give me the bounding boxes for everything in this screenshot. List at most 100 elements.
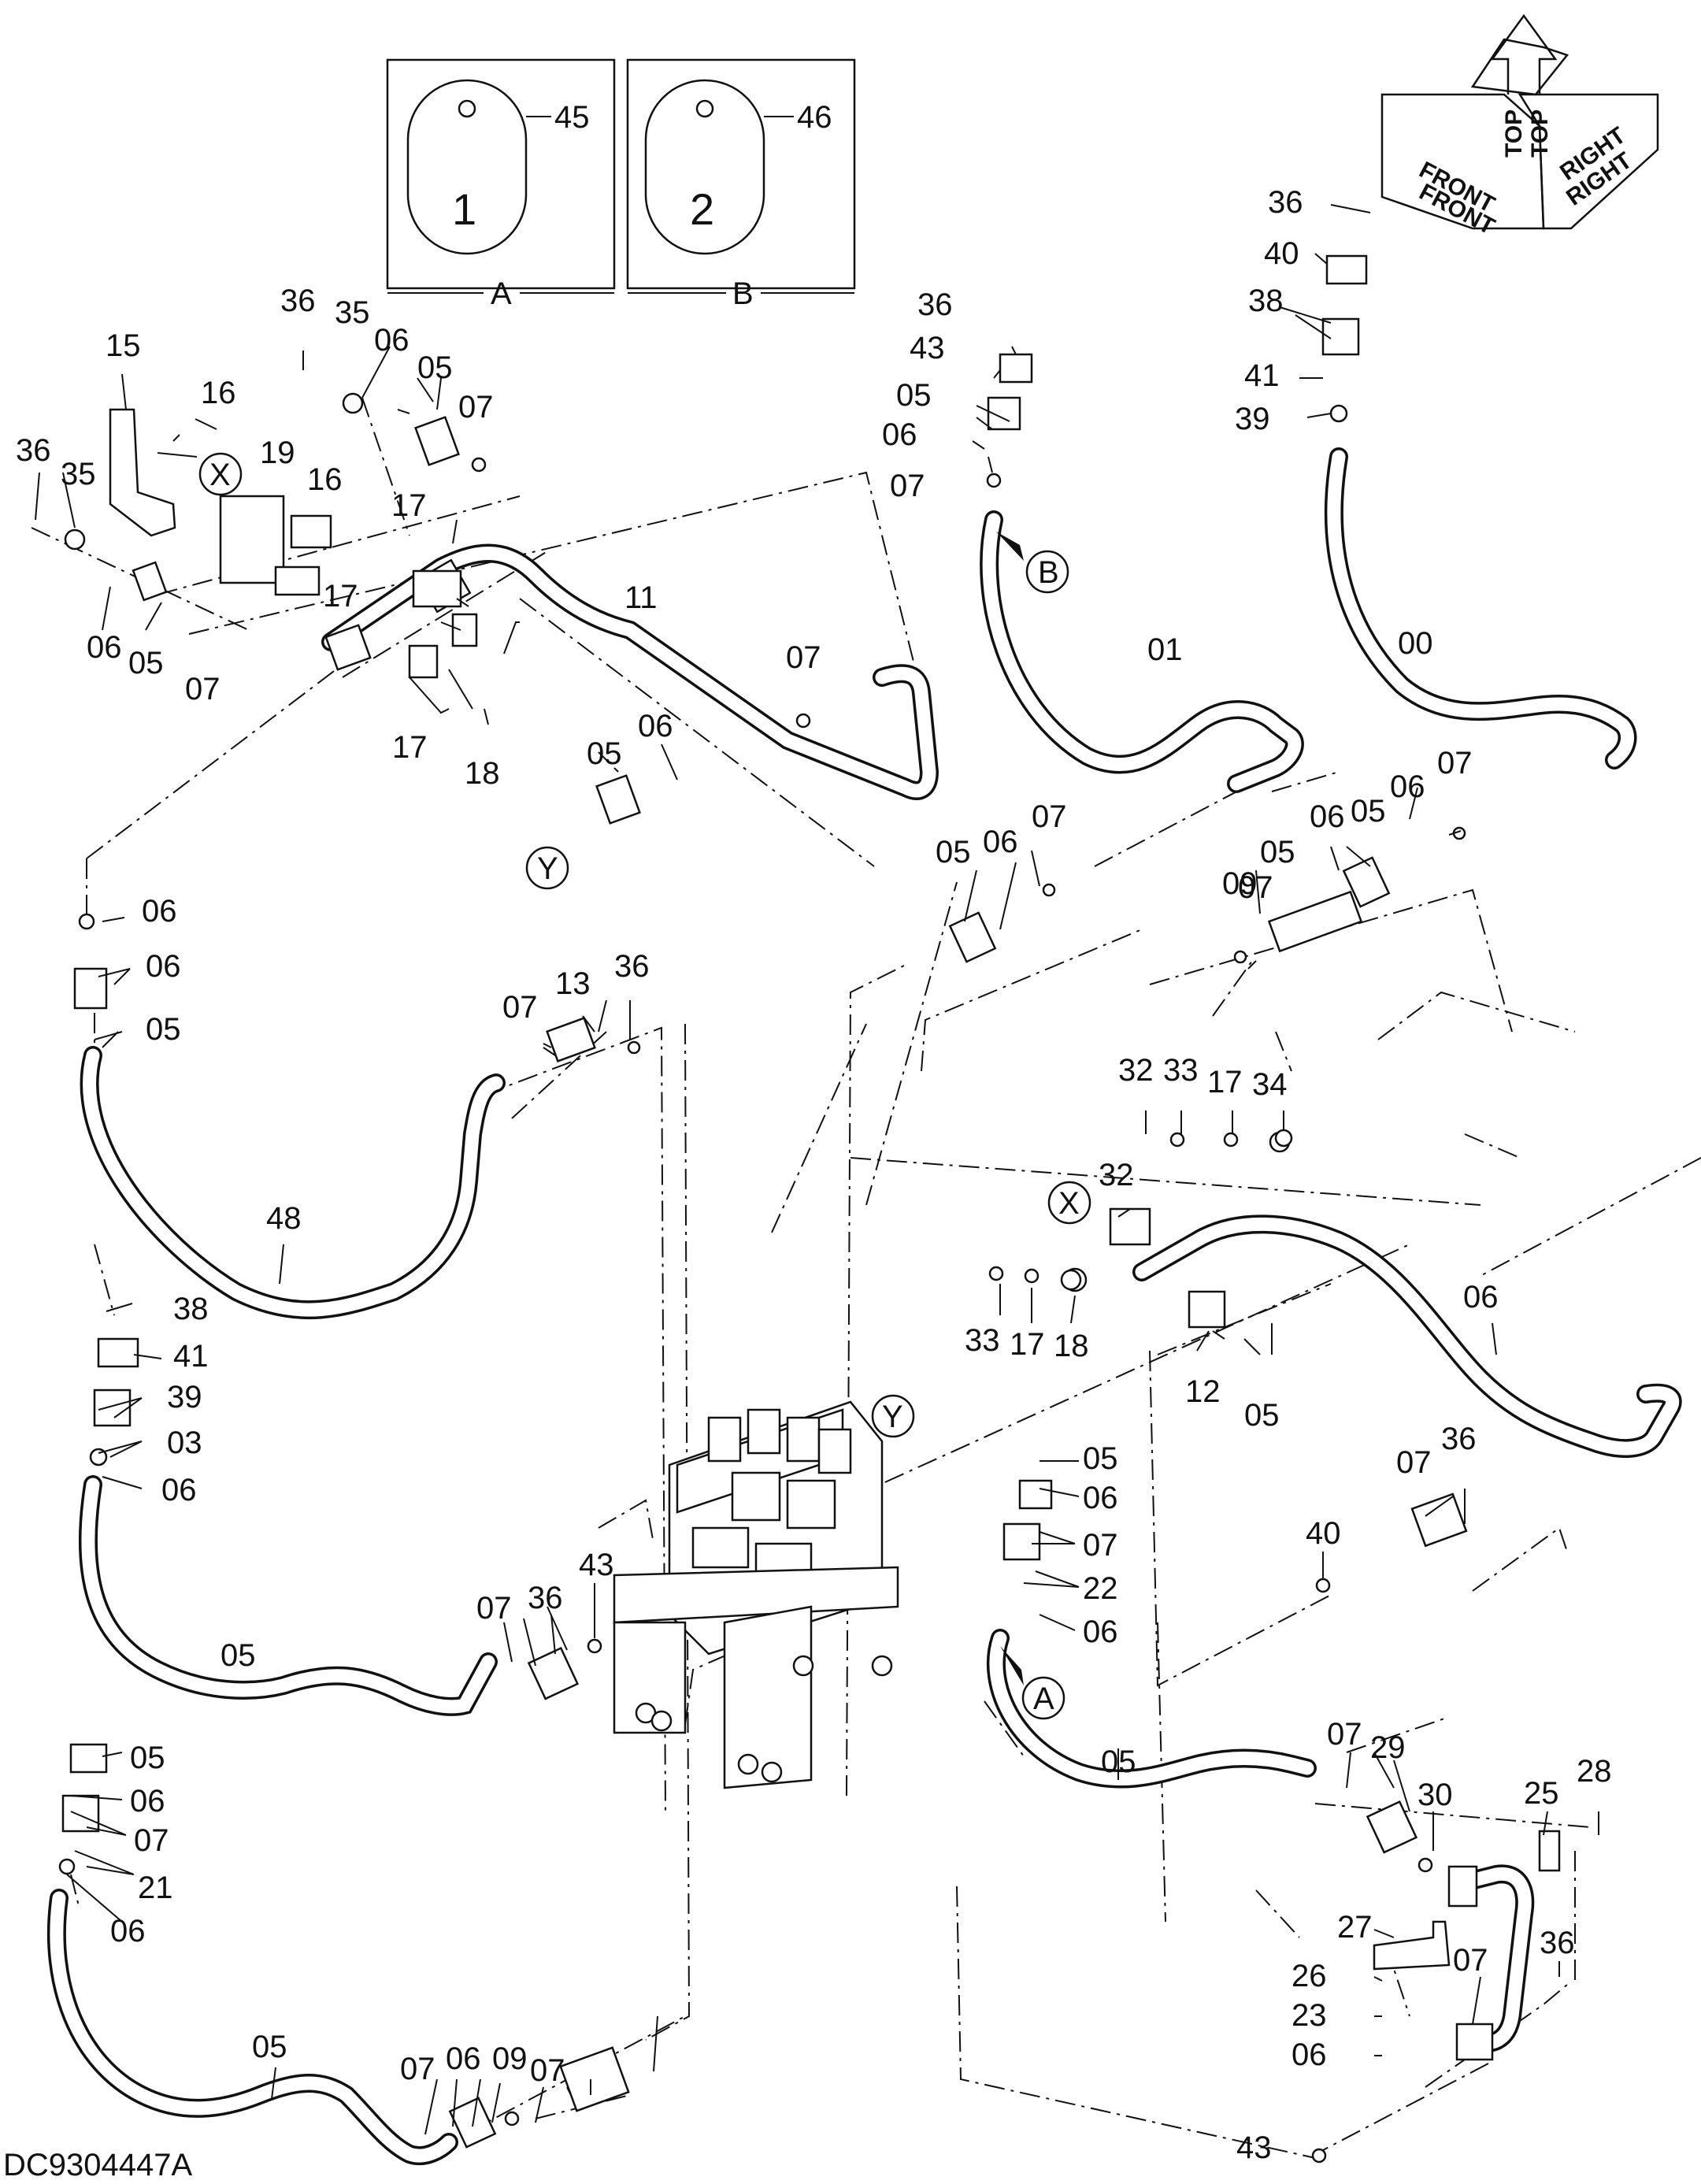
callout: 36 [1268,185,1303,220]
callout: 05 [146,1012,181,1047]
callout: 30 [1418,1778,1453,1812]
callout: 06 [130,1784,165,1819]
callout: 17 [392,730,428,765]
callout: 07 [400,2052,435,2086]
callout: 43 [579,1548,614,1582]
callout: 29 [1370,1730,1406,1765]
callout: 05 [1244,1398,1280,1433]
callout: 11 [624,580,658,615]
callout: 06 [374,323,410,358]
hose-22 [986,1629,1317,1789]
callout: 17 [1010,1327,1045,1362]
callout: 19 [260,436,295,470]
callout: 22 [1083,1571,1118,1606]
callout: 36 [1441,1422,1477,1456]
callout: 36 [1540,1926,1575,1960]
callout: 43 [910,331,945,365]
callout: 05 [936,835,971,870]
callout: 16 [307,462,343,497]
callout: 39 [167,1380,202,1415]
callout: 36 [614,949,650,984]
orientation-top-label-2: TOP [1527,109,1553,158]
callout: 07 [1327,1717,1362,1752]
callout: 07 [476,1591,512,1626]
tag-a-part: 45 [554,100,590,135]
callout: 06 [1083,1615,1118,1649]
ref-circles: X Y B X Y A [198,452,1091,1720]
hose-00 [1324,447,1637,769]
callout: 06 [1463,1280,1499,1314]
callout: 32 [1118,1053,1154,1088]
callout: 06 [882,417,917,452]
callout: 28 [1577,1754,1612,1789]
tag-b-label: B [732,276,754,311]
callout: 17 [323,579,358,614]
callout: 05 [417,350,453,385]
hose-01 [980,510,1304,793]
callout: 05 [220,1638,256,1673]
tag-a-label: A [491,276,512,311]
callout: 07 [134,1823,169,1858]
callout: 05 [1083,1441,1118,1476]
callout: 17 [391,488,427,523]
tag-b-number: 2 [690,184,714,234]
callout: 05 [1101,1745,1136,1779]
hose-03 [78,1475,498,1716]
hose-13 [80,1046,506,1320]
callout: 06 [446,2041,481,2076]
fittings [58,254,1561,2164]
callout: 41 [173,1339,209,1374]
orientation-indicator: FRONT FRONT TOP TOP RIGHT RIGHT [1380,13,1659,240]
callout: 21 [138,1871,173,1905]
callout: 05 [128,646,164,680]
callout: 41 [1244,358,1280,393]
callout: 06 [1310,799,1345,834]
callout: 07 [458,390,494,425]
tag-box-b: 46 2 B [626,58,856,311]
callout: 18 [465,756,500,791]
callout: 38 [1248,284,1284,318]
callout: 18 [1054,1329,1089,1363]
callout: 03 [167,1426,202,1460]
callout: 12 [1185,1374,1221,1409]
callout: 13 [555,966,591,1001]
callout: 07 [1396,1445,1432,1480]
callout: 17 [1207,1065,1243,1099]
callout: 15 [106,328,141,363]
callout: 07 [1437,746,1473,781]
drawing-code: DC9304447A [3,2148,192,2182]
ref-a: A [1033,1682,1054,1716]
callout: 06 [161,1473,197,1507]
callout: 39 [1235,402,1270,436]
callout-labels: 36 35 06 05 07 15 16 36 35 19 16 17 17 0… [16,185,1612,2165]
callout: 01 [1147,632,1183,667]
ref-b: B [1038,555,1059,590]
callout: 00 [1398,626,1433,661]
callout: 07 [1083,1528,1118,1563]
callout: 40 [1306,1516,1341,1551]
hose-21 [47,1889,458,2166]
callout: 06 [638,709,673,743]
callout: 05 [896,378,932,413]
callout: 07 [890,469,925,503]
control-valve [613,1400,899,1789]
callout: 06 [142,894,177,929]
callout: 07 [1238,870,1273,905]
callout: 35 [61,457,96,491]
tag-a-number: 1 [452,184,476,234]
callout: 36 [917,287,953,322]
callout: 09 [492,2041,528,2076]
callout: 36 [280,284,316,318]
callout: 06 [1083,1481,1118,1515]
ref-y-center: Y [882,1400,903,1434]
callout: 05 [252,2030,287,2064]
callout: 06 [1390,769,1425,804]
callout: 26 [1292,1959,1327,1993]
tag-box-a: 45 1 A [386,58,616,311]
callout: 06 [87,630,122,665]
callout: 33 [965,1323,1000,1358]
callout: 48 [266,1201,302,1236]
callout: 09 [1222,866,1258,901]
orientation-top-label: TOP [1501,109,1527,158]
callout: 34 [1252,1067,1288,1102]
